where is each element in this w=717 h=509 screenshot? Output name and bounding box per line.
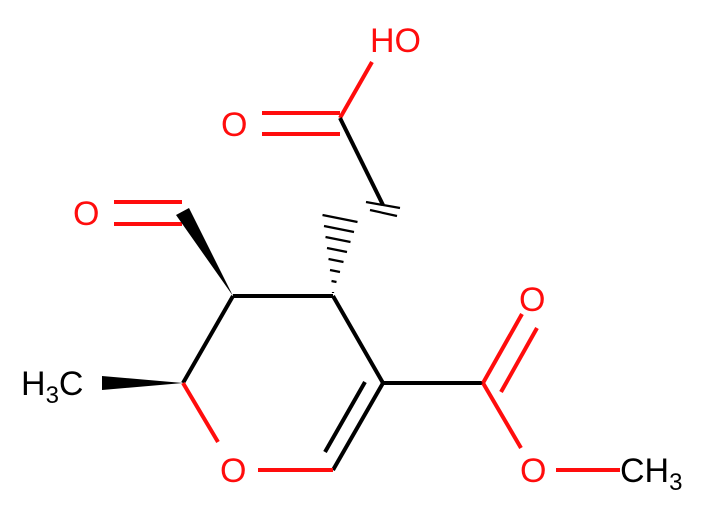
c5-c6-bond-1 xyxy=(331,382,385,471)
oh-bond xyxy=(338,61,374,119)
ester-oxygen-label: O xyxy=(520,452,546,490)
acid-c-ch2-bond xyxy=(338,117,385,206)
ester-c-o-bond xyxy=(481,381,523,450)
ester-carbonyl-oxygen-label: O xyxy=(519,281,545,319)
methyl-right-label: CH3 xyxy=(620,452,682,496)
ring-oxygen-label: O xyxy=(220,452,246,490)
solid-wedge-methyl xyxy=(102,376,183,390)
o1-c2-bond xyxy=(181,381,220,444)
hashed-wedge-bond xyxy=(322,200,401,293)
hydroxyl-label: HO xyxy=(370,22,421,60)
ester-co-bond-1 xyxy=(481,313,524,384)
ester-co-bond-2 xyxy=(499,327,539,393)
acid-carbonyl-oxygen-label: O xyxy=(221,106,247,144)
solid-wedge-aldehyde xyxy=(176,208,233,296)
c5-c6-bond-2 xyxy=(323,381,367,453)
methyl-left-label: H3C xyxy=(21,365,83,409)
c3-c2-bond xyxy=(181,295,235,384)
c4-c5-bond xyxy=(331,295,385,384)
aldehyde-oxygen-label: O xyxy=(73,195,99,233)
